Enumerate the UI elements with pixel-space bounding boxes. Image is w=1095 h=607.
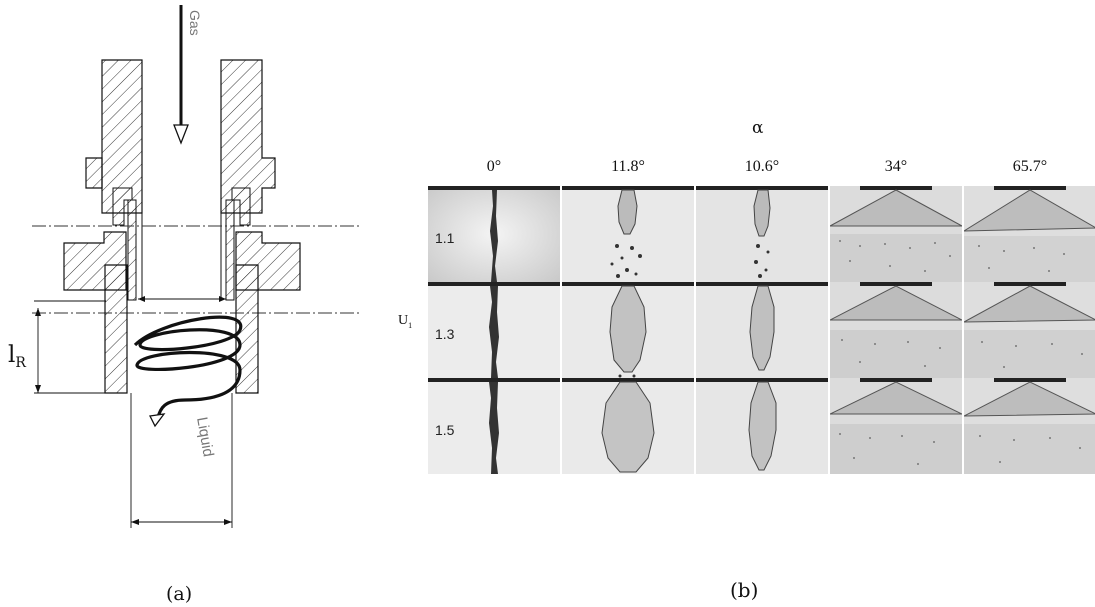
spray-image-r3-c5 [964, 378, 1095, 474]
spray-image-r2-c3 [696, 282, 828, 378]
nozzle-cross-section-diagram: Gas Liquid lR (a) [8, 5, 360, 605]
lr-label-sub: R [15, 355, 26, 371]
gas-label: Gas [187, 10, 203, 36]
spray-image-r2-c1: 1.3 [428, 282, 560, 378]
liquid-label: Liquid [193, 416, 217, 458]
outlet-arrow-left [131, 519, 139, 525]
spray-image-r3-c3 [696, 378, 828, 474]
row-label-1: 1.1 [435, 230, 455, 246]
alpha-axis-title: α [752, 118, 764, 138]
liquid-swirl-coil [133, 315, 243, 419]
lr-label-main: l [8, 342, 15, 368]
column-label-4: 34° [884, 158, 908, 175]
spray-image-r1-c4 [830, 186, 962, 282]
caption-b: (b) [730, 578, 759, 602]
spray-image-r3-c1: 1.5 [428, 378, 560, 474]
lr-arrow-bottom [35, 385, 41, 393]
lower-body-left-wall [104, 264, 128, 394]
dim-arrow-left [138, 296, 145, 302]
spray-image-r3-c2 [562, 378, 694, 474]
spray-image-r1-c2 [562, 186, 694, 282]
spray-image-r2-c5 [964, 282, 1095, 378]
lr-arrow-top [35, 308, 41, 316]
caption-a: (a) [166, 583, 192, 605]
inner-step-left [112, 187, 133, 226]
column-label-2: 11.8° [611, 158, 645, 175]
row-axis-main: U [398, 313, 409, 328]
column-label-5: 65.7° [1012, 158, 1048, 175]
row-label-3: 1.5 [435, 422, 455, 438]
column-label-3: 10.6° [744, 158, 780, 175]
liquid-arrow-head [149, 413, 166, 428]
dim-arrow-right [219, 296, 226, 302]
spray-image-r3-c4 [830, 378, 962, 474]
spray-image-r2-c4 [830, 282, 962, 378]
row-axis-sub: 1 [408, 320, 413, 330]
inner-tube [127, 199, 235, 301]
column-label-1: 0° [486, 158, 502, 175]
upper-tube-right-wall [220, 59, 276, 214]
gas-arrow-head [173, 124, 189, 145]
spray-image-r1-c1: 1.1 [428, 186, 560, 282]
spray-image-r2-c2 [562, 282, 694, 378]
row-label-2: 1.3 [435, 326, 455, 342]
spray-image-r1-c3 [696, 186, 828, 282]
row-axis-title: U1 [398, 313, 412, 330]
spray-image-r1-c5 [964, 186, 1095, 282]
lr-label: lR [8, 342, 26, 371]
outlet-arrow-right [224, 519, 232, 525]
upper-tube-left-flange [85, 157, 103, 189]
spray-image-grid: 1.1 1.3 [428, 186, 1095, 474]
